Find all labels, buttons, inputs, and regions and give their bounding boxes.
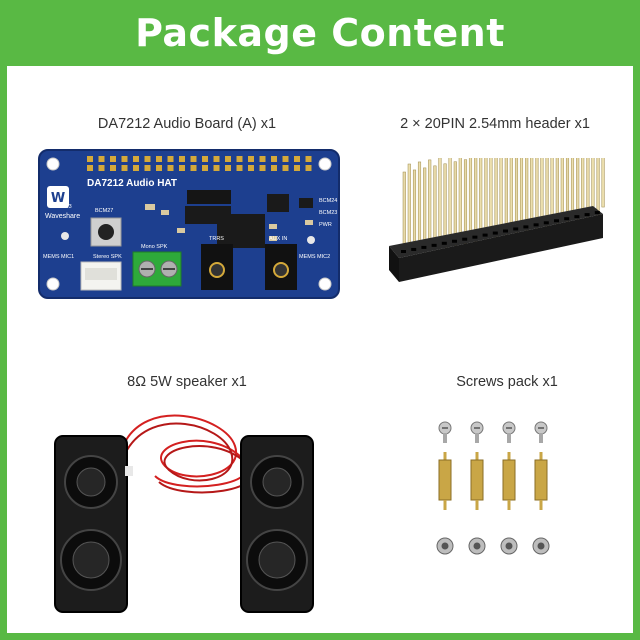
content-panel: DA7212 Audio Board (A) x1 2 × 20PIN 2.54…	[7, 66, 633, 633]
screws-image	[436, 421, 550, 555]
header-banner: Package Content	[0, 0, 640, 66]
speaker-image	[54, 414, 314, 613]
svg-text:MEMS MIC2: MEMS MIC2	[299, 254, 330, 260]
svg-text:BCM23: BCM23	[319, 210, 337, 216]
svg-text:BCM24: BCM24	[319, 198, 337, 204]
svg-text:E3: E3	[65, 204, 72, 210]
svg-text:W: W	[51, 191, 65, 206]
item-label-speaker: 8Ω 5W speaker x1	[127, 374, 247, 390]
board-logo-text: Waveshare	[45, 213, 80, 220]
svg-text:AUX IN: AUX IN	[269, 236, 287, 242]
audio-board-image: W Waveshare DA7212 Audio HAT	[38, 149, 340, 299]
page-title: Package Content	[135, 11, 505, 55]
item-label-screws: Screws pack x1	[456, 374, 558, 390]
item-label-audio-board: DA7212 Audio Board (A) x1	[97, 116, 277, 132]
svg-text:Stereo SPK: Stereo SPK	[93, 254, 122, 260]
board-name-text: DA7212 Audio HAT	[87, 178, 177, 189]
svg-text:MEMS MIC1: MEMS MIC1	[43, 254, 74, 260]
svg-text:Mono SPK: Mono SPK	[141, 244, 168, 250]
item-label-pin-header: 2 × 20PIN 2.54mm header x1	[400, 116, 590, 132]
pin-header-image	[389, 158, 605, 282]
svg-text:TRRS: TRRS	[209, 236, 224, 242]
svg-text:PWR: PWR	[319, 222, 332, 228]
svg-text:BCM27: BCM27	[95, 208, 113, 214]
